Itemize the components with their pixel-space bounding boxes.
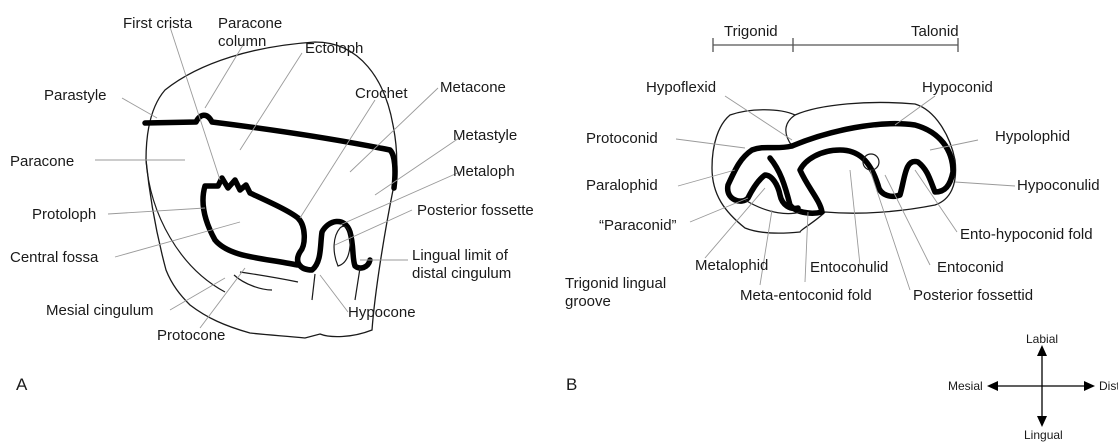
label-entoconulid: Entoconulid bbox=[810, 259, 888, 276]
label-crochet: Crochet bbox=[355, 85, 408, 102]
label-paracone-column-2: column bbox=[218, 33, 266, 50]
panel-label-b: B bbox=[566, 375, 577, 394]
label-parastyle: Parastyle bbox=[44, 87, 107, 104]
label-metaloph: Metaloph bbox=[453, 163, 515, 180]
label-posterior-fossettid: Posterior fossettid bbox=[913, 287, 1033, 304]
arrow-left-icon bbox=[987, 381, 998, 391]
label-paralophid: Paralophid bbox=[586, 177, 658, 194]
label-hypocone: Hypocone bbox=[348, 304, 416, 321]
label-posterior-fossette: Posterior fossette bbox=[417, 202, 534, 219]
arrow-up-icon bbox=[1037, 345, 1047, 356]
label-protoloph: Protoloph bbox=[32, 206, 96, 223]
label-entoconid: Entoconid bbox=[937, 259, 1004, 276]
trigonid-talonid-bar: Trigonid Talonid bbox=[713, 23, 959, 52]
arrow-right-icon bbox=[1084, 381, 1095, 391]
label-mesial-cingulum: Mesial cingulum bbox=[46, 302, 154, 319]
label-meta-entoconid-fold: Meta-entoconid fold bbox=[740, 287, 872, 304]
label-paracone-column-1: Paracone bbox=[218, 15, 282, 32]
label-central-fossa: Central fossa bbox=[10, 249, 99, 266]
compass-mesial: Mesial bbox=[948, 379, 983, 393]
label-paraconid: “Paraconid” bbox=[599, 217, 677, 234]
label-hypolophid: Hypolophid bbox=[995, 128, 1070, 145]
compass-lingual: Lingual bbox=[1024, 428, 1063, 442]
label-trigonid: Trigonid bbox=[724, 23, 778, 40]
label-ectoloph: Ectoloph bbox=[305, 40, 363, 57]
label-first-crista: First crista bbox=[123, 15, 193, 32]
label-hypoconid: Hypoconid bbox=[922, 79, 993, 96]
arrow-down-icon bbox=[1037, 416, 1047, 427]
label-lingual-limit-2: distal cingulum bbox=[412, 265, 511, 282]
panel-label-a: A bbox=[16, 375, 28, 394]
compass-labial: Labial bbox=[1026, 332, 1058, 346]
label-protoconid: Protoconid bbox=[586, 130, 658, 147]
compass-distal: Distal bbox=[1099, 379, 1118, 393]
label-trigonid-groove-1: Trigonid lingual bbox=[565, 275, 666, 292]
label-ento-hypoconid-fold: Ento-hypoconid fold bbox=[960, 226, 1093, 243]
label-paracone: Paracone bbox=[10, 153, 74, 170]
label-hypoflexid: Hypoflexid bbox=[646, 79, 716, 96]
label-hypoconulid: Hypoconulid bbox=[1017, 177, 1100, 194]
orientation-compass: Labial Mesial Distal Lingual bbox=[948, 332, 1118, 442]
label-metacone: Metacone bbox=[440, 79, 506, 96]
label-trigonid-groove-2: groove bbox=[565, 293, 611, 310]
label-metalophid: Metalophid bbox=[695, 257, 768, 274]
lower-molar-drawing bbox=[712, 102, 956, 233]
label-talonid: Talonid bbox=[911, 23, 959, 40]
label-protocone: Protocone bbox=[157, 327, 225, 344]
label-lingual-limit-1: Lingual limit of bbox=[412, 247, 509, 264]
lower-molar-outline bbox=[712, 102, 956, 233]
label-metastyle: Metastyle bbox=[453, 127, 517, 144]
